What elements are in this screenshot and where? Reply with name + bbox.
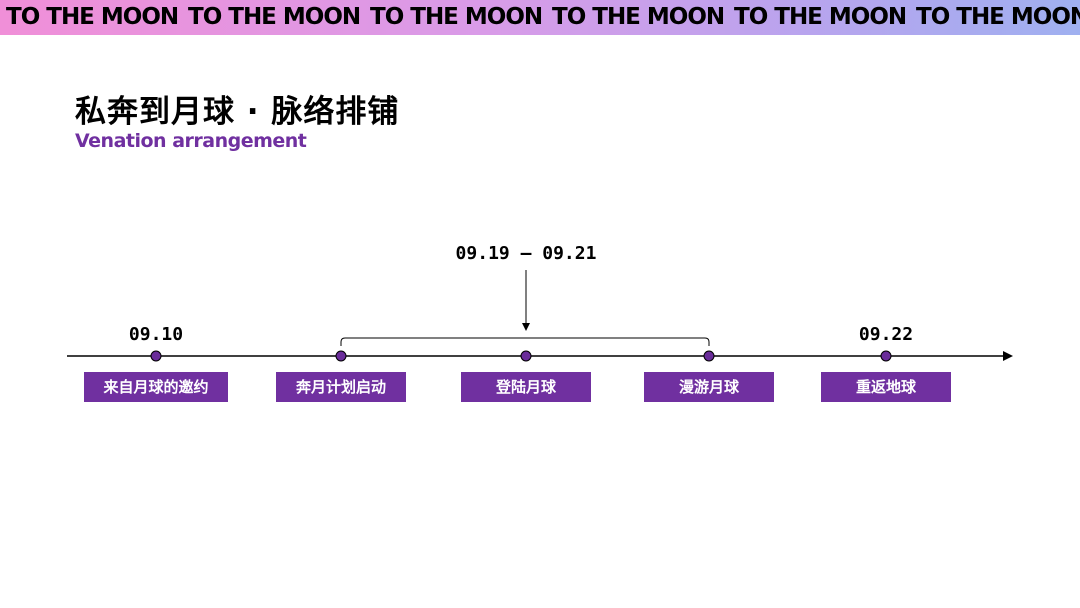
timeline-dot xyxy=(880,350,892,362)
page-subtitle: Venation arrangement xyxy=(75,130,307,152)
event-box-landing: 登陆月球 xyxy=(461,372,591,402)
event-box-invitation: 来自月球的邀约 xyxy=(84,372,228,402)
banner-text: TO THE MOON xyxy=(188,4,361,30)
range-pointer-arrowhead xyxy=(522,323,530,331)
page-title: 私奔到月球 · 脉络排铺 xyxy=(75,94,400,130)
timeline-arrowhead xyxy=(1003,351,1013,361)
timeline-dot xyxy=(520,350,532,362)
timeline-dot xyxy=(703,350,715,362)
event-date-label: 09.10 xyxy=(128,324,184,345)
banner-text: TO THE MOON xyxy=(6,4,179,30)
event-box-plan-launch: 奔月计划启动 xyxy=(276,372,406,402)
timeline-dot xyxy=(335,350,347,362)
range-date-label: 09.19 — 09.21 xyxy=(455,243,597,264)
banner-text: TO THE MOON xyxy=(552,4,725,30)
event-box-roaming: 漫游月球 xyxy=(644,372,774,402)
event-box-return: 重返地球 xyxy=(821,372,951,402)
event-date-label: 09.22 xyxy=(858,324,914,345)
top-banner: TO THE MOON TO THE MOON TO THE MOON TO T… xyxy=(0,0,1080,35)
timeline-dot xyxy=(150,350,162,362)
range-bracket xyxy=(340,337,710,346)
banner-text: TO THE MOON xyxy=(916,4,1080,30)
banner-text: TO THE MOON xyxy=(734,4,907,30)
banner-text: TO THE MOON xyxy=(370,4,543,30)
